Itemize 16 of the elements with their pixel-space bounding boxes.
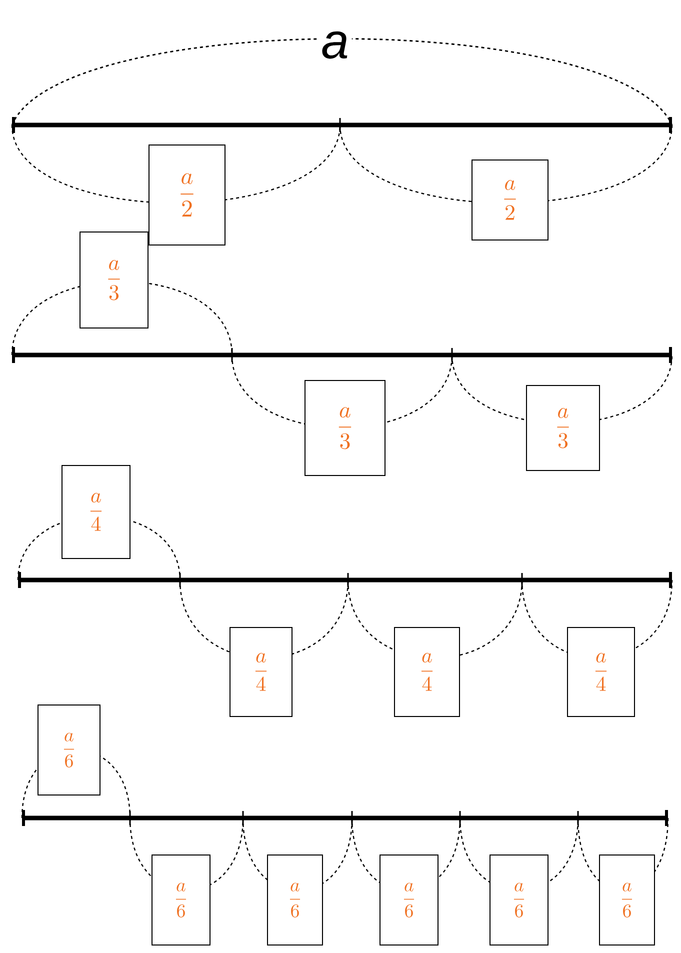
fraction-box: $\frac{a}{4}$ [62, 465, 130, 559]
fraction-box: $\frac{a}{3}$ [526, 385, 600, 471]
fraction-box: $\frac{a}{6}$ [380, 854, 438, 946]
fraction-box: $\frac{a}{4}$ [567, 627, 635, 717]
fraction-box: $\frac{a}{6}$ [38, 704, 100, 796]
fraction-box: $\frac{a}{3}$ [80, 232, 148, 328]
fraction-box: $\frac{a}{2}$ [472, 160, 548, 240]
length-label: a [318, 28, 352, 62]
fraction-box: $\frac{a}{2}$ [148, 144, 226, 246]
fraction-box: $\frac{a}{6}$ [490, 854, 548, 946]
fraction-box: $\frac{a}{3}$ [304, 380, 386, 476]
fraction-box: $\frac{a}{6}$ [267, 854, 323, 946]
fraction-box: $\frac{a}{6}$ [599, 854, 655, 946]
fraction-box: $\frac{a}{6}$ [152, 854, 210, 946]
fraction-box: $\frac{a}{4}$ [230, 627, 292, 717]
fraction-box: $\frac{a}{4}$ [394, 627, 460, 717]
